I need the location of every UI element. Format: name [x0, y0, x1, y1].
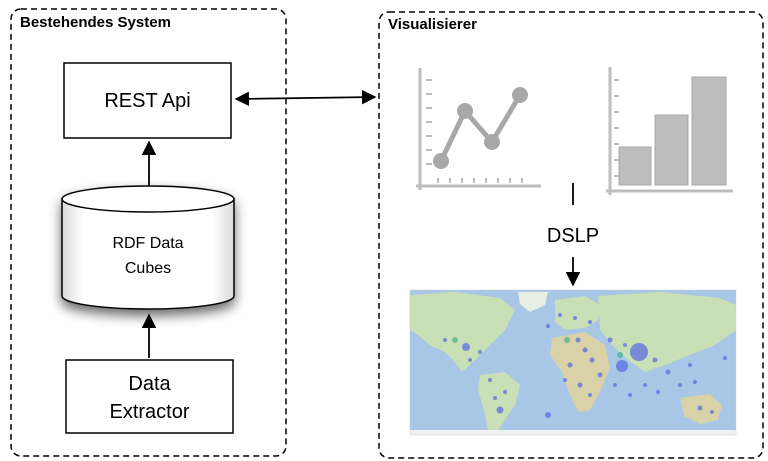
node-data-extractor: Data Extractor: [65, 359, 234, 434]
region-visualizer: Visualisierer: [378, 11, 764, 459]
rest-api-label: REST Api: [104, 90, 190, 112]
region-title-visualizer: Visualisierer: [388, 16, 477, 33]
data-cubes-label-line2: Cubes: [125, 260, 171, 277]
world-map-thumbnail: [409, 289, 737, 436]
data-extractor-label-line1: Data: [128, 373, 171, 395]
connector-dslp: DSLP: [547, 183, 599, 287]
data-cubes-label-line1: RDF Data: [112, 235, 183, 252]
dslp-label: DSLP: [547, 225, 599, 247]
node-rdf-data-cubes: RDF Data Cubes: [61, 185, 235, 310]
arrow-api-visualizer: [234, 89, 377, 107]
line-chart-icon: [416, 68, 541, 190]
region-title-existing: Bestehendes System: [20, 14, 171, 31]
data-extractor-label-line2: Extractor: [109, 401, 189, 423]
node-rest-api: REST Api: [63, 62, 232, 139]
region-existing-system: Bestehendes System: [10, 8, 287, 457]
bar-chart-icon: [606, 67, 733, 195]
